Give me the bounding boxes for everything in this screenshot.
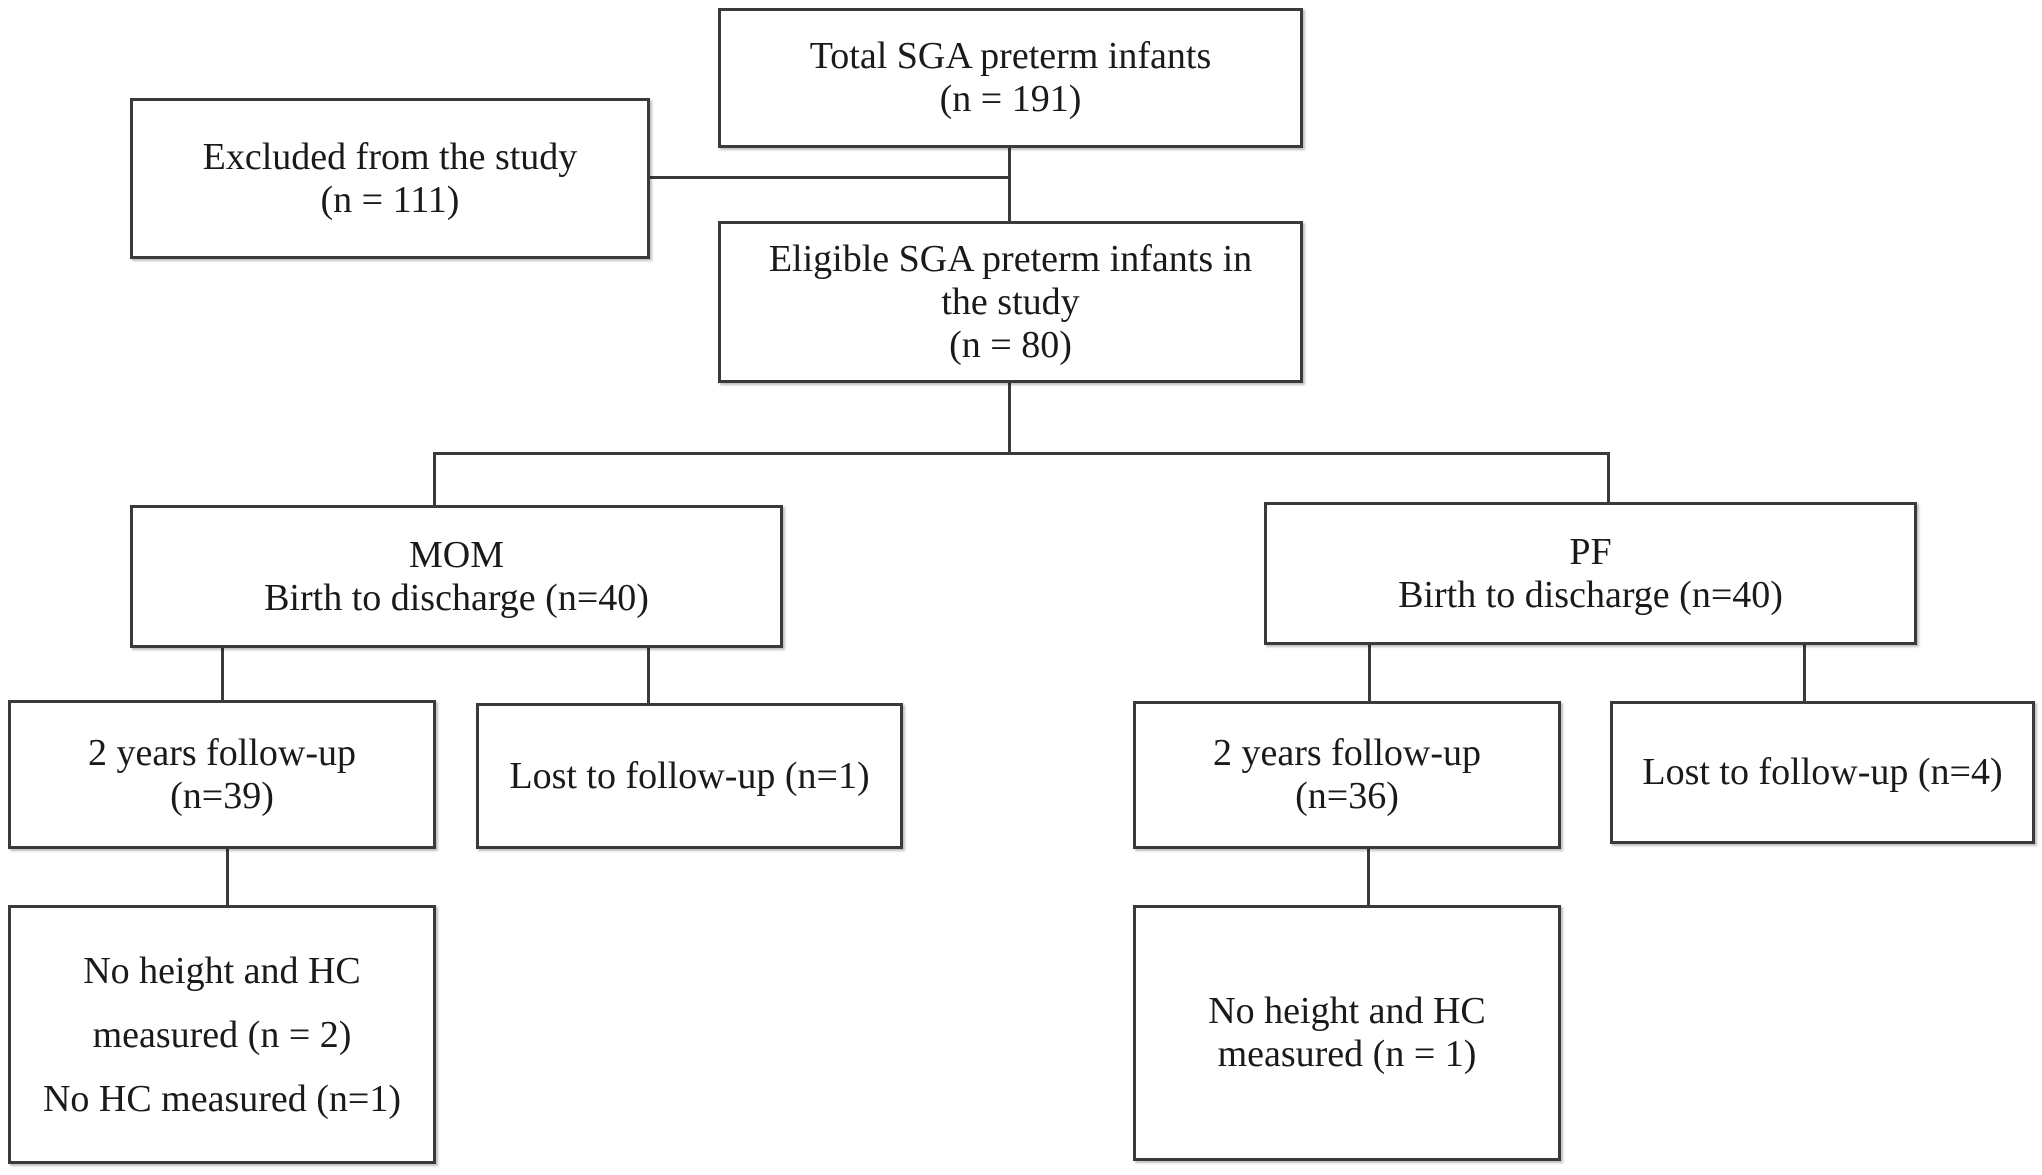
eligible-count: (n = 80) bbox=[949, 323, 1072, 366]
mom-count: Birth to discharge (n=40) bbox=[264, 576, 649, 619]
pf-lost-box: Lost to follow-up (n=4) bbox=[1610, 701, 2035, 844]
connector-branch bbox=[433, 452, 1610, 455]
mom-measured-label-3: No HC measured (n=1) bbox=[42, 1077, 402, 1120]
pf-measured-label-1: No height and HC bbox=[1208, 990, 1486, 1032]
connector-mom-to-lost bbox=[647, 646, 650, 703]
eligible-label-2: the study bbox=[941, 280, 1080, 323]
mom-group-box: MOM Birth to discharge (n=40) bbox=[130, 505, 783, 648]
pf-lost-label: Lost to follow-up (n=4) bbox=[1642, 751, 2003, 793]
excluded-label: Excluded from the study bbox=[202, 135, 578, 178]
eligible-box: Eligible SGA preterm infants in the stud… bbox=[718, 221, 1303, 383]
mom-measured-label-2: measured (n = 2) bbox=[92, 1013, 352, 1056]
connector-to-mom bbox=[433, 452, 436, 505]
mom-label: MOM bbox=[408, 533, 505, 576]
total-count: (n = 191) bbox=[939, 78, 1082, 120]
mom-followup-box: 2 years follow-up (n=39) bbox=[8, 700, 436, 849]
connector-mom-to-followup bbox=[221, 646, 224, 700]
eligible-label-1: Eligible SGA preterm infants in bbox=[768, 237, 1253, 280]
pf-measured-label-2: measured (n = 1) bbox=[1217, 1033, 1477, 1075]
mom-followup-label: 2 years follow-up bbox=[87, 731, 357, 774]
connector-pf-followup-to-measured bbox=[1367, 846, 1370, 905]
excluded-box: Excluded from the study (n = 111) bbox=[130, 98, 650, 259]
excluded-count: (n = 111) bbox=[320, 178, 460, 221]
connector-excluded bbox=[648, 176, 1011, 179]
pf-followup-count: (n=36) bbox=[1295, 775, 1399, 817]
mom-followup-count: (n=39) bbox=[170, 774, 274, 817]
pf-group-box: PF Birth to discharge (n=40) bbox=[1264, 502, 1917, 645]
pf-followup-box: 2 years follow-up (n=36) bbox=[1133, 701, 1561, 849]
pf-measured-box: No height and HC measured (n = 1) bbox=[1133, 905, 1561, 1161]
mom-measured-label-1: No height and HC bbox=[83, 949, 361, 992]
mom-lost-box: Lost to follow-up (n=1) bbox=[476, 703, 903, 849]
connector-pf-to-lost bbox=[1803, 642, 1806, 701]
total-infants-box: Total SGA preterm infants (n = 191) bbox=[718, 8, 1303, 148]
pf-followup-label: 2 years follow-up bbox=[1212, 732, 1482, 774]
mom-lost-label: Lost to follow-up (n=1) bbox=[509, 754, 870, 797]
pf-count: Birth to discharge (n=40) bbox=[1398, 573, 1783, 616]
connector-total-to-eligible bbox=[1008, 145, 1011, 222]
connector-to-pf bbox=[1607, 452, 1610, 502]
total-label: Total SGA preterm infants bbox=[809, 35, 1212, 77]
connector-pf-to-followup bbox=[1368, 642, 1371, 701]
connector-mom-followup-to-measured bbox=[226, 846, 229, 905]
connector-eligible-down bbox=[1008, 381, 1011, 454]
mom-measured-box: No height and HC measured (n = 2) No HC … bbox=[8, 905, 436, 1164]
pf-label: PF bbox=[1569, 530, 1612, 573]
